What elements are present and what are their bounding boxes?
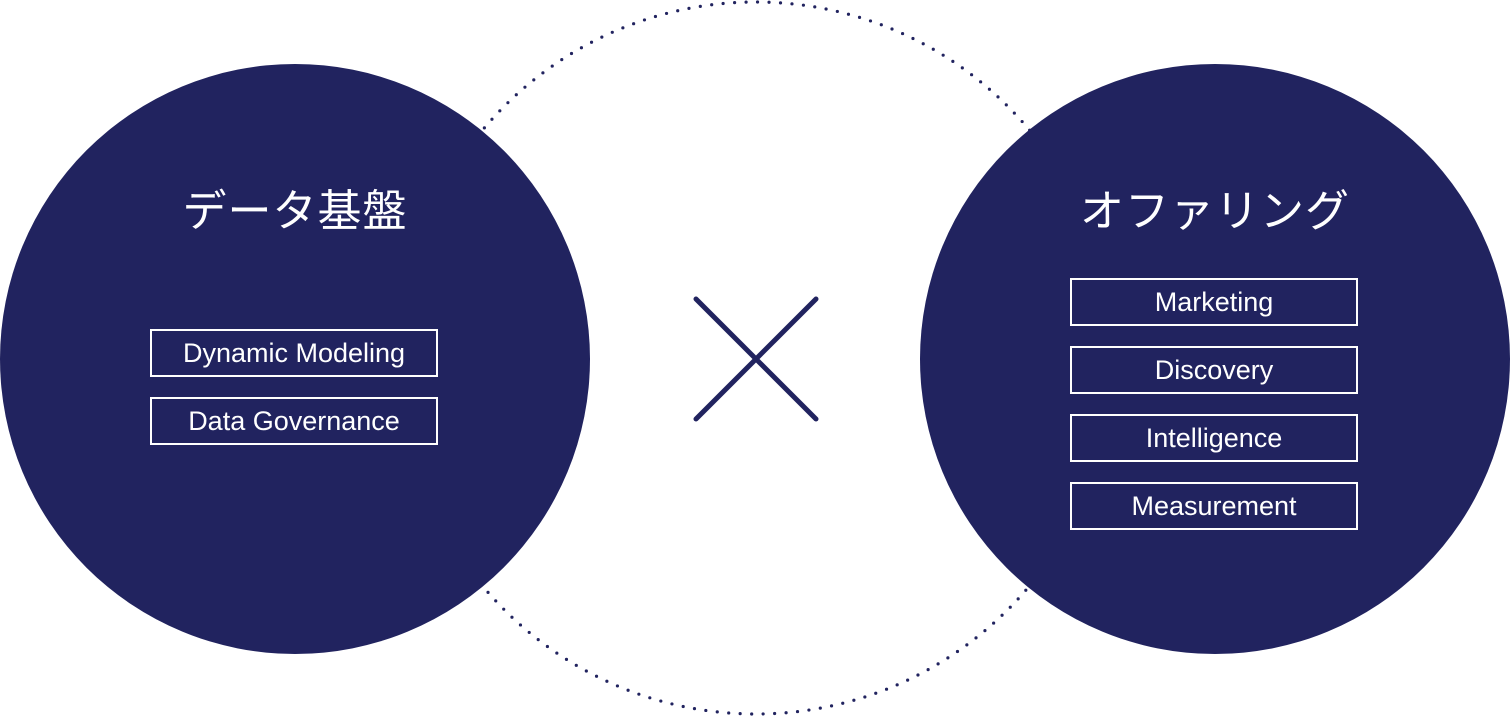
offering-circle: オファリング Marketing Discovery Intelligence …: [920, 64, 1510, 654]
tag-dynamic-modeling: Dynamic Modeling: [150, 329, 438, 377]
data-foundation-title: データ基盤: [182, 186, 408, 237]
offering-tag-list: Marketing Discovery Intelligence Measure…: [1070, 278, 1358, 550]
data-foundation-circle: データ基盤 Dynamic Modeling Data Governance: [0, 64, 590, 654]
offering-title: オファリング: [1080, 186, 1350, 237]
tag-discovery: Discovery: [1070, 346, 1358, 394]
tag-measurement: Measurement: [1070, 482, 1358, 530]
times-icon: [693, 296, 819, 422]
tag-marketing: Marketing: [1070, 278, 1358, 326]
tag-intelligence: Intelligence: [1070, 414, 1358, 462]
tag-data-governance: Data Governance: [150, 397, 438, 445]
data-foundation-tag-list: Dynamic Modeling Data Governance: [150, 329, 438, 465]
